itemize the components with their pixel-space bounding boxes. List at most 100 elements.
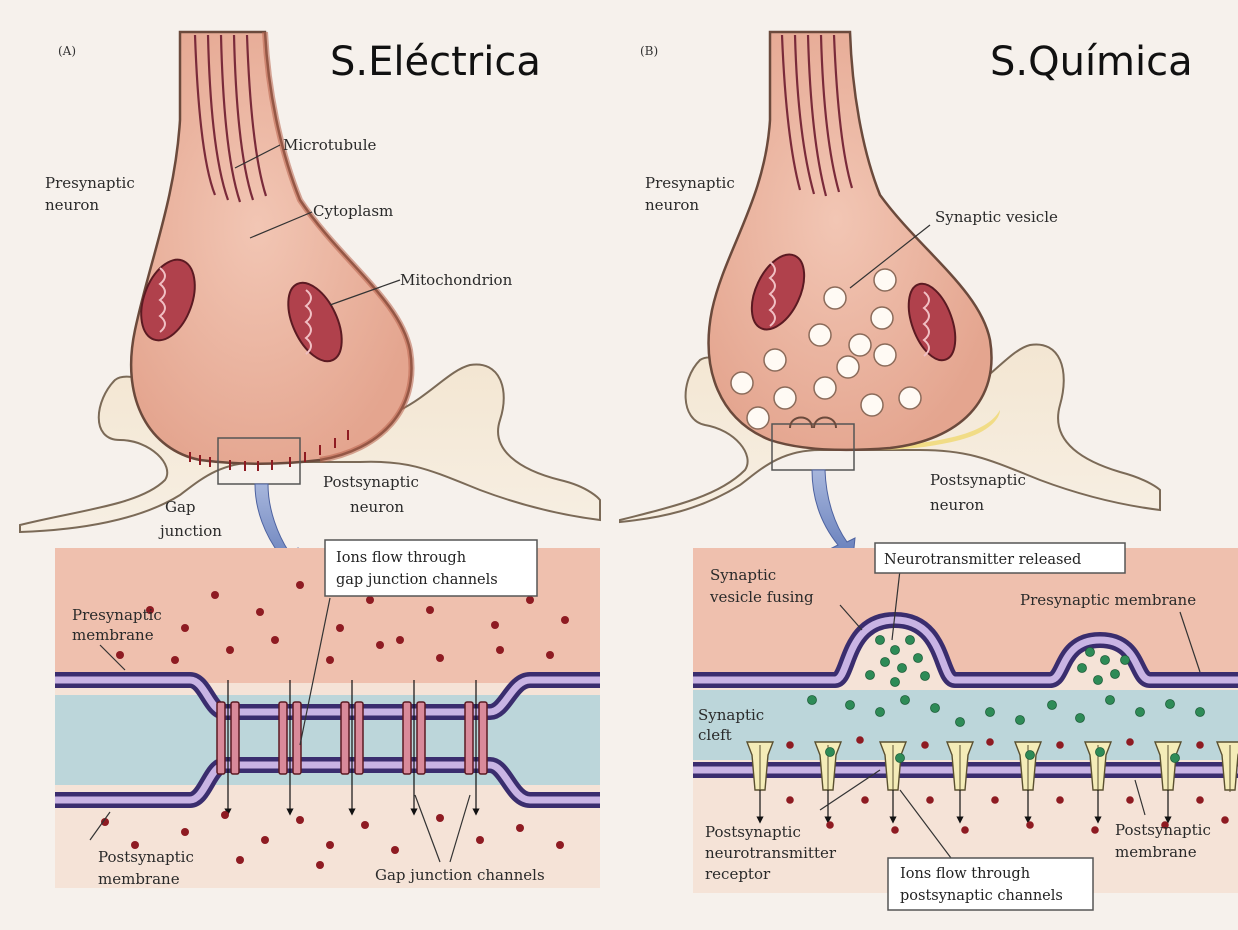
neurotransmitter-molecule — [1171, 754, 1180, 763]
neurotransmitter-molecule — [1026, 751, 1035, 760]
synaptic-vesicle — [824, 287, 846, 309]
ions-flow-b-line-2: postsynaptic channels — [900, 888, 1063, 904]
ion — [1056, 741, 1064, 749]
neurotransmitter-molecule — [921, 672, 930, 681]
ion — [336, 624, 344, 632]
synaptic-vesicle — [809, 324, 831, 346]
postsynaptic-membrane-a-label-1: Postsynaptic — [98, 848, 194, 866]
ion — [526, 596, 534, 604]
ion — [261, 836, 269, 844]
ion — [786, 741, 794, 749]
neurotransmitter-molecule — [846, 701, 855, 710]
synaptic-vesicle — [814, 377, 836, 399]
ion — [546, 651, 554, 659]
ion — [1126, 738, 1134, 746]
ion — [986, 738, 994, 746]
ion — [316, 861, 324, 869]
ion — [516, 824, 524, 832]
neurotransmitter-molecule — [901, 696, 910, 705]
mitochondrion-label: Mitochondrion — [400, 271, 513, 289]
neurotransmitter-molecule — [956, 718, 965, 727]
ion — [391, 846, 399, 854]
gap-junction-label-1: Gap — [165, 498, 196, 516]
ion — [491, 621, 499, 629]
ion — [1056, 796, 1064, 804]
synaptic-vesicle — [764, 349, 786, 371]
ion — [296, 581, 304, 589]
neurotransmitter-molecule — [1196, 708, 1205, 717]
neurotransmitter-molecule — [826, 748, 835, 757]
synaptic-vesicle — [861, 394, 883, 416]
synaptic-vesicle — [874, 269, 896, 291]
ion — [856, 736, 864, 744]
neurotransmitter-molecule — [1078, 664, 1087, 673]
neurotransmitter-released-label: Neurotransmitter released — [884, 552, 1081, 568]
ion — [476, 836, 484, 844]
neurotransmitter-molecule — [1094, 676, 1103, 685]
receptor-label-2: neurotransmitter — [705, 844, 837, 862]
panel-b-neuron-illustration — [620, 32, 1160, 568]
presynaptic-neuron-b-label-2: neuron — [645, 196, 699, 214]
ion — [226, 646, 234, 654]
neurotransmitter-molecule — [1121, 656, 1130, 665]
neurotransmitter-molecule — [1106, 696, 1115, 705]
ion — [561, 616, 569, 624]
ion — [171, 656, 179, 664]
presynaptic-neuron-a-label-2: neuron — [45, 196, 99, 214]
ion — [961, 826, 969, 834]
neurotransmitter-released-callout: Neurotransmitter released — [875, 543, 1125, 573]
postsynaptic-neuron-a-label-2: neuron — [350, 498, 404, 516]
neurotransmitter-molecule — [876, 708, 885, 717]
postsynaptic-membrane-b-label-1: Postsynaptic — [1115, 821, 1211, 839]
ions-flow-callout-b: Ions flow through postsynaptic channels — [888, 858, 1093, 910]
ion — [116, 651, 124, 659]
ion — [826, 821, 834, 829]
ion — [921, 741, 929, 749]
ion — [426, 606, 434, 614]
presynaptic-membrane-b-label: Presynaptic membrane — [1020, 591, 1196, 609]
neurotransmitter-molecule — [896, 754, 905, 763]
ion — [1221, 816, 1229, 824]
neurotransmitter-molecule — [876, 636, 885, 645]
neurotransmitter-molecule — [891, 678, 900, 687]
ion — [1026, 821, 1034, 829]
ions-flow-a-line-1: Ions flow through — [336, 550, 466, 566]
ion — [256, 608, 264, 616]
cytoplasm-label: Cytoplasm — [313, 202, 393, 220]
neurotransmitter-molecule — [906, 636, 915, 645]
synaptic-vesicle — [731, 372, 753, 394]
synaptic-vesicle — [747, 407, 769, 429]
ion — [861, 796, 869, 804]
synaptic-vesicle — [849, 334, 871, 356]
panel-b-tag: (B) — [640, 44, 658, 58]
ion — [236, 856, 244, 864]
panel-a-neuron-illustration — [20, 32, 600, 580]
gap-junction-channels-label: Gap junction channels — [375, 866, 545, 884]
neurotransmitter-molecule — [931, 704, 940, 713]
neurotransmitter-molecule — [1166, 700, 1175, 709]
neurotransmitter-molecule — [1136, 708, 1145, 717]
ion — [326, 656, 334, 664]
postsynaptic-membrane-b-label-2: membrane — [1115, 843, 1197, 861]
ion — [366, 596, 374, 604]
panel-b-title: S.Química — [990, 39, 1193, 85]
postsynaptic-neuron-b-label-2: neuron — [930, 496, 984, 514]
neurotransmitter-molecule — [1016, 716, 1025, 725]
postsynaptic-membrane-a-label-2: membrane — [98, 870, 180, 888]
ion — [926, 796, 934, 804]
receptor-label-3: receptor — [705, 865, 771, 883]
ion — [296, 816, 304, 824]
neurotransmitter-molecule — [914, 654, 923, 663]
ion — [396, 636, 404, 644]
presynaptic-membrane-a-label-2: membrane — [72, 626, 154, 644]
ion — [891, 826, 899, 834]
synaptic-vesicle — [774, 387, 796, 409]
ion — [211, 591, 219, 599]
microtubule-label: Microtubule — [283, 136, 377, 154]
postsynaptic-neuron-b-label-1: Postsynaptic — [930, 471, 1026, 489]
ion — [1126, 796, 1134, 804]
neurotransmitter-molecule — [1101, 656, 1110, 665]
presynaptic-membrane-a-label-1: Presynaptic — [72, 606, 162, 624]
